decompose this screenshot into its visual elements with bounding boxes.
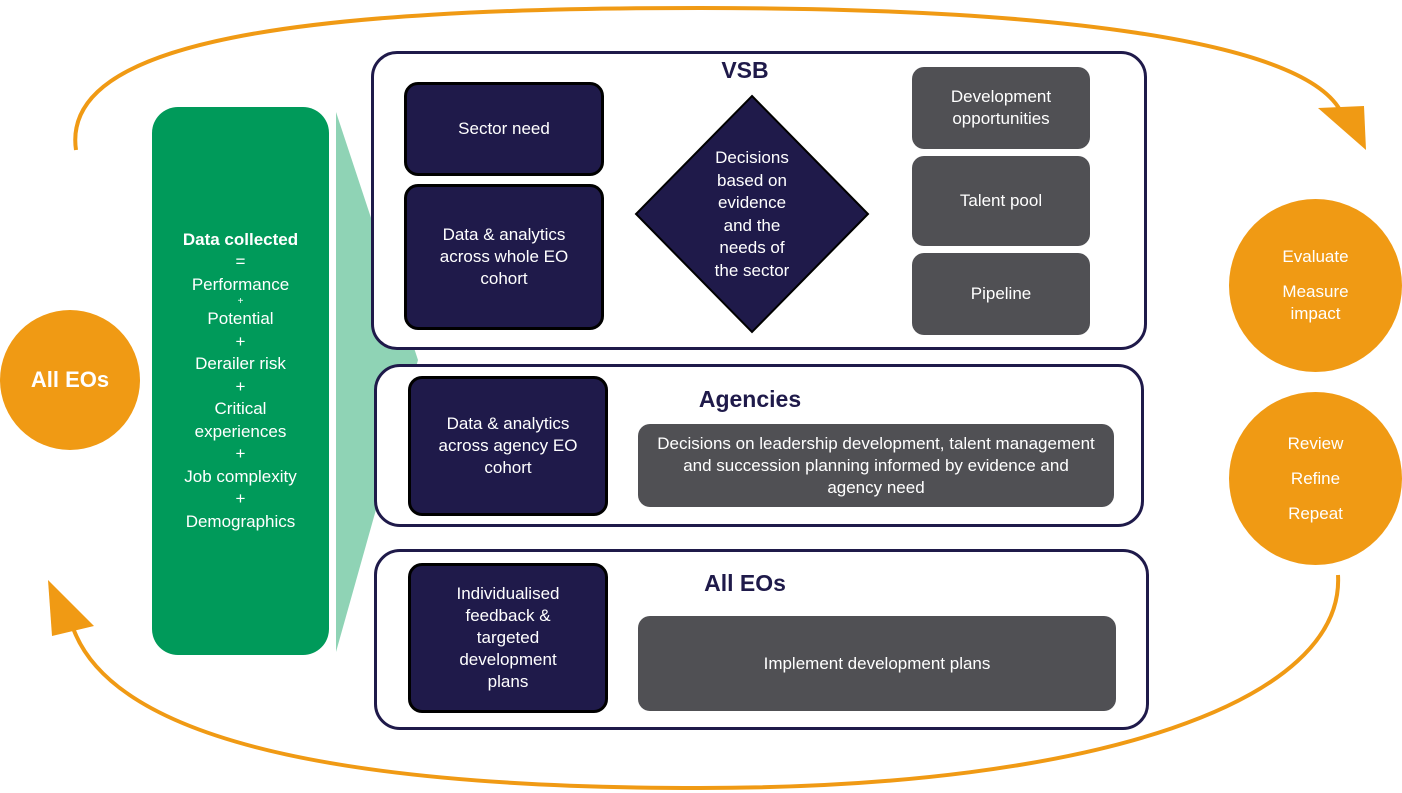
talent-pool-label: Talent pool [959,191,1043,210]
top-arrowhead [1318,106,1366,150]
feedback-label: Individualised feedback & targeted devel… [456,584,560,691]
review-label: Review [1287,433,1344,453]
data-collected-box: Data collected = Performance + Potential… [152,107,329,655]
data-collected-line: Critical [214,399,267,419]
sector-need-label: Sector need [458,119,550,138]
agency-decisions-label: Decisions on leadership development, tal… [657,433,1095,497]
decision-line: evidence [717,193,787,212]
bottom-cycle-arrow [70,574,1341,791]
data-collected-line: = [235,252,246,272]
all-eos-circle-label: All EOs [30,367,110,392]
decision-line: based on [717,170,787,190]
decision-line: needs of [719,238,785,257]
data-collected-line: + [235,444,246,464]
data-collected-line: + [235,331,246,351]
top-cycle-arrow [73,5,1342,151]
sector-need-box: Sector need [404,82,604,176]
agency-data-analytics-box: Data & analytics across agency EO cohort [408,376,608,516]
implement-plans-label: Implement development plans [763,653,991,673]
data-collected-line: Potential [207,309,274,329]
repeat-label: Repeat [1288,503,1343,523]
implement-plans-box: Implement development plans [638,616,1116,711]
all-eos-circle: All EOs [0,310,140,450]
pipeline-label: Pipeline [970,284,1032,303]
evaluate-label: Evaluate [1282,247,1349,266]
talent-pool-box: Talent pool [912,156,1090,246]
refine-label: Refine [1290,468,1341,488]
development-opportunities-label: Development opportunities [950,87,1052,128]
review-circle: Review Refine Repeat [1229,392,1402,565]
agencies-heading: Agencies [698,386,802,412]
data-collected-line: + [235,489,246,509]
data-collected-line: + [237,296,244,308]
agency-decisions-box: Decisions on leadership development, tal… [638,424,1114,507]
vsb-heading: VSB [721,57,769,83]
vsb-data-analytics-box: Data & analytics across whole EO cohort [404,184,604,330]
all-eos-heading: All EOs [704,570,786,596]
decision-line: the sector [714,260,790,280]
vsb-data-analytics-label: Data & analytics across whole EO cohort [439,225,569,288]
development-opportunities-box: Development opportunities [912,67,1090,149]
pipeline-box: Pipeline [912,253,1090,335]
decision-line: Decisions [715,148,789,167]
data-collected-line: Performance [191,274,290,294]
data-collected-line: experiences [194,421,287,441]
data-collected-line: Demographics [185,511,296,531]
data-collected-line: + [235,376,246,396]
decision-diamond [634,94,870,334]
bottom-arrowhead [48,580,94,636]
decision-text: Decisions based on evidence and the need… [690,147,814,282]
data-collected-line: Job complexity [184,466,297,486]
measure-impact-label: Measure impact [1282,282,1349,323]
agency-data-analytics-label: Data & analytics across agency EO cohort [438,414,578,477]
data-collected-title: Data collected [182,229,299,249]
data-collected-line: Derailer risk [195,354,286,374]
evaluate-circle: Evaluate Measure impact [1229,199,1402,372]
decision-line: and the [723,215,781,235]
feedback-box: Individualised feedback & targeted devel… [408,563,608,713]
